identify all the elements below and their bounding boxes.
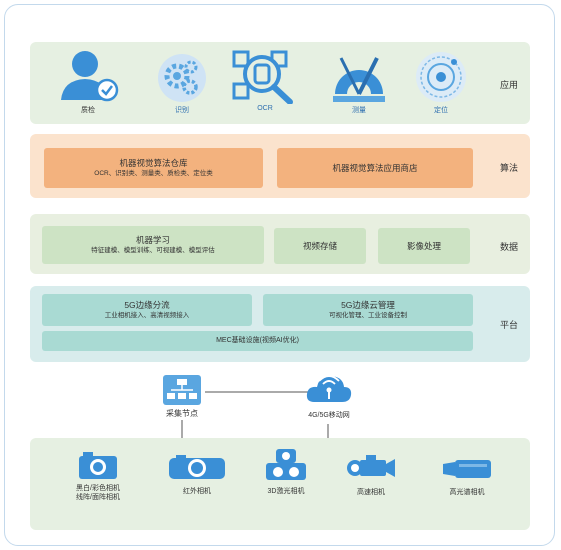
device-label-line1: 3D激光相机 (267, 488, 305, 495)
mobile-network: 4G/5G移动网 (298, 368, 360, 420)
collection-node: 采集节点 (152, 374, 212, 418)
protractor-icon (333, 57, 385, 102)
collection-node-label: 采集节点 (166, 409, 198, 418)
edge-offload-title: 5G边缘分流 (124, 300, 170, 310)
user-check-icon (61, 51, 119, 102)
edge-offload-subtitle: 工业相机接入、高清视频接入 (104, 312, 190, 319)
app-item-label: 质检 (81, 107, 95, 114)
device-layer: 黑白/彩色相机 线阵/面阵相机 红外相机 3D激光相机 高速相机 (30, 438, 530, 530)
magnifier-ocr-icon (232, 50, 293, 104)
algorithm-repo-subtitle: OCR、识别类、测量类、质检类、定位类 (94, 170, 213, 177)
video-storage-box: 视频存储 (274, 228, 366, 264)
mec-infra-box: MEC基础设施(视频AI优化) (42, 331, 473, 351)
image-processing-title: 影像处理 (406, 241, 441, 251)
video-storage-title: 视频存储 (302, 241, 337, 251)
3d-laser-camera-icon (266, 449, 306, 480)
application-layer: 质检 识别 OCR 测量 (30, 42, 530, 124)
edge-offload-box: 5G边缘分流 工业相机接入、高清视频接入 (42, 294, 252, 326)
target-icon (416, 52, 466, 102)
device-hyperspectral-camera: 高光谱相机 (432, 456, 502, 497)
app-item-locate: 定位 (406, 50, 476, 115)
app-item-ocr: OCR (230, 50, 300, 112)
cloud-signal-icon (306, 375, 352, 402)
app-item-label: 测量 (352, 107, 366, 114)
algorithm-layer-label: 算法 (499, 163, 518, 173)
algorithm-repo-title: 机器视觉算法仓库 (119, 158, 188, 168)
application-layer-label: 应用 (499, 80, 518, 90)
diagram-frame (4, 4, 555, 546)
algorithm-store-title: 机器视觉算法应用商店 (332, 163, 418, 173)
video-camera-icon (347, 455, 395, 477)
camera-icon (79, 452, 117, 479)
device-label-line1: 高光谱相机 (449, 489, 485, 496)
gears-icon (158, 54, 206, 102)
device-3d-laser-camera: 3D激光相机 (248, 448, 324, 496)
device-label-line1: 红外相机 (183, 488, 211, 495)
device-mono-color-camera: 黑白/彩色相机 线阵/面阵相机 (58, 450, 138, 502)
data-layer: 机器学习 特征建模、模型训练、可视建模、模型评估 视频存储 影像处理 数据 (30, 214, 530, 274)
app-item-label: 识别 (175, 107, 189, 114)
data-layer-label: 数据 (499, 242, 518, 252)
app-item-measure: 测量 (324, 50, 394, 115)
device-label-line1: 黑白/彩色相机 (76, 485, 120, 492)
device-high-speed-camera: 高速相机 (338, 454, 404, 497)
mobile-network-label: 4G/5G移动网 (308, 412, 350, 419)
algorithm-repo-box: 机器视觉算法仓库 OCR、识别类、测量类、质检类、定位类 (44, 148, 263, 188)
device-label-line2: 线阵/面阵相机 (76, 494, 120, 501)
mec-infra-title: MEC基础设施(视频AI优化) (216, 337, 299, 344)
device-infrared-camera: 红外相机 (164, 454, 230, 496)
platform-layer: 5G边缘分流 工业相机接入、高清视频接入 5G边缘云管理 可视化管理、工业设备控… (30, 286, 530, 362)
machine-learning-title: 机器学习 (135, 235, 170, 245)
device-label-line1: 高速相机 (357, 489, 385, 496)
machine-learning-subtitle: 特征建模、模型训练、可视建模、模型评估 (91, 247, 215, 254)
cctv-camera-icon (443, 460, 491, 478)
edge-cloud-box: 5G边缘云管理 可视化管理、工业设备控制 (263, 294, 473, 326)
edge-cloud-title: 5G边缘云管理 (341, 300, 395, 310)
app-item-label: OCR (257, 105, 273, 112)
platform-layer-label: 平台 (499, 320, 518, 330)
image-processing-box: 影像处理 (378, 228, 470, 264)
app-item-label: 定位 (434, 107, 448, 114)
app-item-quality: 质检 (50, 48, 126, 115)
infrared-camera-icon (169, 455, 225, 479)
app-item-recognize: 识别 (152, 52, 212, 115)
algorithm-layer: 机器视觉算法仓库 OCR、识别类、测量类、质检类、定位类 机器视觉算法应用商店 … (30, 134, 530, 198)
machine-learning-box: 机器学习 特征建模、模型训练、可视建模、模型评估 (42, 226, 264, 264)
algorithm-store-box: 机器视觉算法应用商店 (277, 148, 473, 188)
edge-cloud-subtitle: 可视化管理、工业设备控制 (329, 312, 407, 319)
server-node-icon (163, 375, 201, 405)
